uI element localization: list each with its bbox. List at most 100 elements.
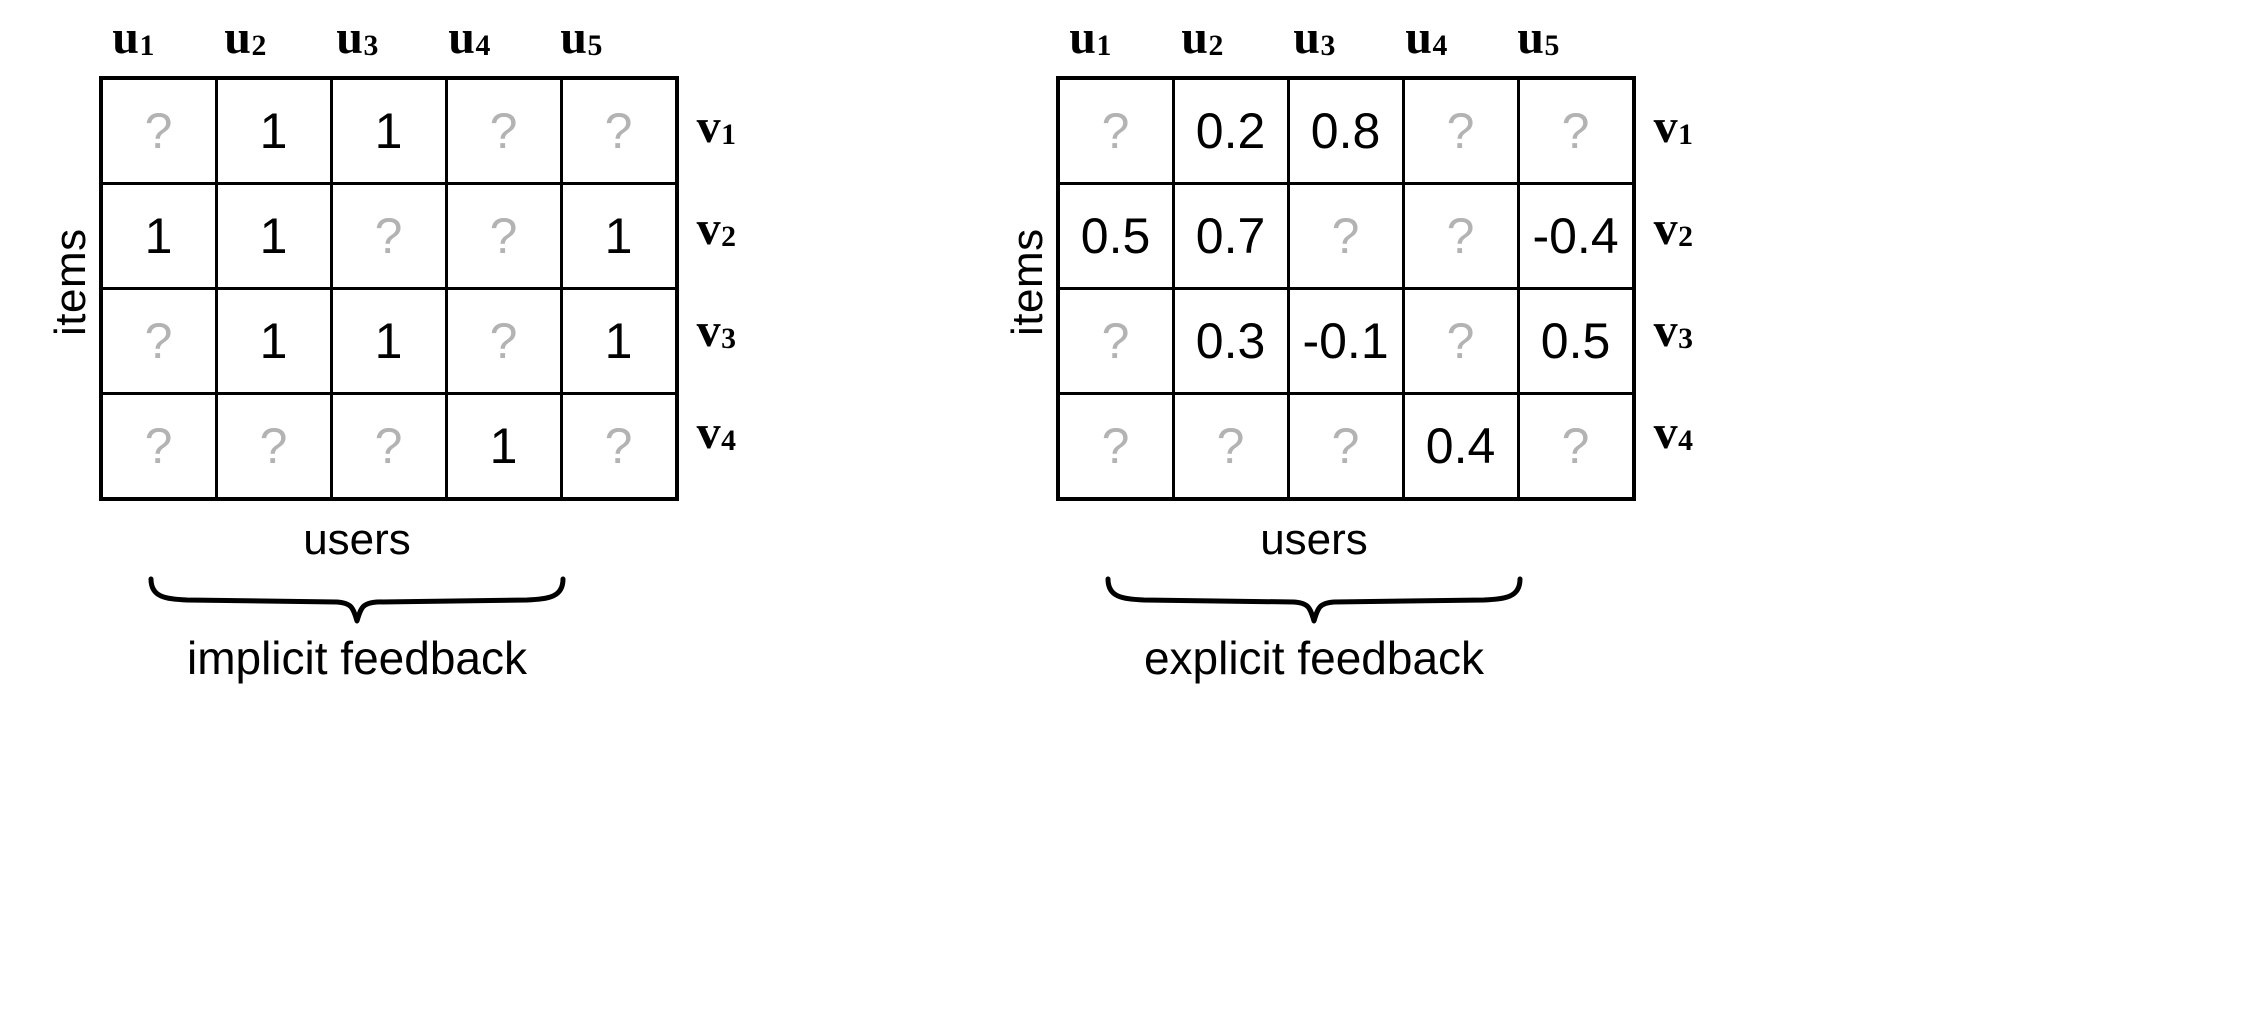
cell-v3-u4-explicit: ? — [1401, 287, 1520, 395]
column-header-u3-index: 3 — [363, 29, 379, 63]
cell-v4-u1-explicit: ? — [1056, 392, 1175, 501]
cell-v3-u1-explicit: ? — [1056, 287, 1175, 395]
column-header-u1-index: 1 — [139, 29, 155, 63]
cell-v4-u3-explicit: ? — [1286, 392, 1405, 501]
cell-v3-u2: 1 — [214, 287, 333, 395]
cell-v1-u1: ? — [99, 76, 218, 185]
cell-v1-u5-explicit: ? — [1516, 76, 1636, 185]
row-label-v1-explicit-index: 1 — [1678, 118, 1694, 152]
cell-v1-u2: 1 — [214, 76, 333, 185]
cell-v4-u4-explicit: 0.4 — [1401, 392, 1520, 501]
cell-v1-u3: 1 — [329, 76, 448, 185]
spacer-bottom-right-2 — [1597, 501, 1717, 685]
column-header-u5-index: 5 — [587, 29, 603, 63]
row-label-v2-explicit-index: 2 — [1678, 220, 1694, 254]
table-row: ? 0.2 0.8 ? ? — [1056, 76, 1636, 185]
cell-v4-u5: ? — [559, 392, 679, 501]
cell-v4-u5-explicit: ? — [1516, 392, 1636, 501]
cell-v2-u3: ? — [329, 182, 448, 290]
cell-v3-u2-explicit: 0.3 — [1171, 287, 1290, 395]
cell-v2-u2-explicit: 0.7 — [1171, 182, 1290, 290]
bottom-axis-label-users-implicit: users — [303, 515, 411, 564]
cell-v3-u5: 1 — [559, 287, 679, 395]
cell-v2-u3-explicit: ? — [1286, 182, 1405, 290]
row-label-v4-explicit-index: 4 — [1678, 424, 1694, 458]
table-row: ? 0.3 -0.1 ? 0.5 — [1056, 287, 1636, 395]
spacer-bottom-left — [18, 501, 74, 685]
cell-v2-u5: 1 — [559, 182, 679, 290]
column-header-u4-explicit-index: 4 — [1432, 29, 1448, 63]
cell-v3-u3: 1 — [329, 287, 448, 395]
table-row: ? ? ? 1 ? — [99, 392, 679, 501]
cell-v1-u4-explicit: ? — [1401, 76, 1520, 185]
cell-v1-u5: ? — [559, 76, 679, 185]
cell-v2-u5-explicit: -0.4 — [1516, 182, 1636, 290]
column-header-u2-explicit-index: 2 — [1208, 29, 1224, 63]
cell-v3-u4: ? — [444, 287, 563, 395]
matrix-implicit: ? 1 1 ? ? 1 1 ? ? 1 ? 1 — [98, 76, 679, 501]
side-axis-label-items-explicit: items — [1002, 228, 1052, 336]
cell-v4-u4: 1 — [444, 392, 563, 501]
cell-v4-u1: ? — [99, 392, 218, 501]
column-header-u5-explicit-index: 5 — [1544, 29, 1560, 63]
column-header-u2-index: 2 — [251, 29, 267, 63]
cell-v4-u2-explicit: ? — [1171, 392, 1290, 501]
column-header-u1-explicit-index: 1 — [1096, 29, 1112, 63]
cell-v1-u1-explicit: ? — [1056, 76, 1175, 185]
matrix-explicit: ? 0.2 0.8 ? ? 0.5 0.7 ? ? -0.4 ? — [1055, 76, 1636, 501]
column-header-u4-index: 4 — [475, 29, 491, 63]
row-label-v3-index: 3 — [721, 322, 737, 356]
cell-v1-u3-explicit: 0.8 — [1286, 76, 1405, 185]
spacer-bottom-left-2 — [975, 501, 1031, 685]
caption-explicit-feedback: explicit feedback — [1143, 632, 1485, 684]
side-axis-label-items-implicit: items — [45, 228, 95, 336]
matrix-block-implicit: items ? 1 1 ? ? 1 1 ? ? 1 — [43, 76, 736, 501]
curly-brace-icon — [148, 576, 566, 624]
table-row: 0.5 0.7 ? ? -0.4 — [1056, 182, 1636, 290]
cell-v4-u2: ? — [214, 392, 333, 501]
cell-v2-u1-explicit: 0.5 — [1056, 182, 1175, 290]
curly-brace-icon — [1105, 576, 1523, 624]
table-row: 1 1 ? ? 1 — [99, 182, 679, 290]
cell-v3-u3-explicit: -0.1 — [1286, 287, 1405, 395]
cell-v2-u2: 1 — [214, 182, 333, 290]
cell-v3-u1: ? — [99, 287, 218, 395]
row-label-v1-index: 1 — [721, 118, 737, 152]
brace-group-implicit: implicit feedback — [74, 575, 640, 685]
row-label-v3-explicit-index: 3 — [1678, 322, 1694, 356]
spacer-bottom-right — [640, 501, 760, 685]
cell-v4-u3: ? — [329, 392, 448, 501]
cell-v1-u4: ? — [444, 76, 563, 185]
table-row: ? 1 1 ? 1 — [99, 287, 679, 395]
row-label-v4-index: 4 — [721, 424, 737, 458]
caption-implicit-feedback: implicit feedback — [186, 632, 528, 684]
bottom-axis-label-users-explicit: users — [1260, 515, 1368, 564]
cell-v2-u1: 1 — [99, 182, 218, 290]
brace-group-explicit: explicit feedback — [1031, 575, 1597, 685]
cell-v2-u4: ? — [444, 182, 563, 290]
cell-v1-u2-explicit: 0.2 — [1171, 76, 1290, 185]
column-header-u3-explicit-index: 3 — [1320, 29, 1336, 63]
